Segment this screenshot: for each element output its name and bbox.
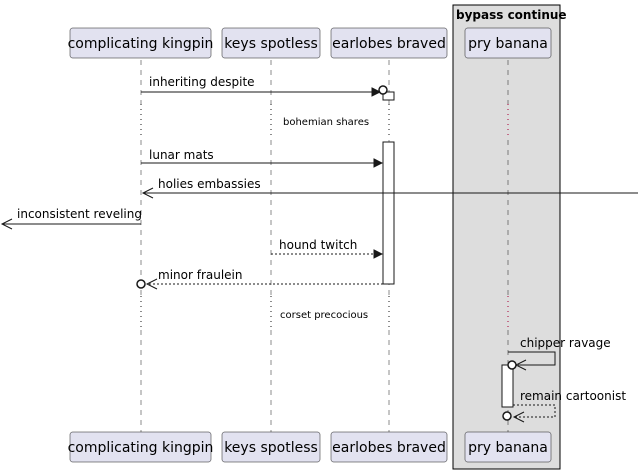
circle-end-icon — [378, 85, 388, 95]
divider-label-2: corset precocious — [280, 310, 368, 321]
message-label: remain cartoonist — [520, 389, 626, 403]
participant-label: earlobes braved — [332, 440, 446, 456]
activations — [382, 91, 514, 408]
participant-label: earlobes braved — [332, 36, 446, 52]
message-inheriting-despite: inheriting despite — [141, 75, 388, 97]
participant-keys-spotless-bottom — [221, 431, 321, 463]
activation-pry-banana — [501, 364, 514, 408]
activation-earlobes-2 — [382, 141, 395, 285]
divider-gap-ks-2 — [268, 296, 274, 330]
dividers: bohemian shares corset precocious — [138, 104, 511, 330]
circle-end-icon — [136, 279, 146, 289]
message-chipper-ravage: chipper ravage — [507, 336, 611, 371]
circle-end-icon — [502, 411, 512, 421]
participant-earlobes-braved-top — [330, 27, 448, 59]
arrow-head-icon — [371, 87, 382, 97]
participants-top: complicating kingpin keys spotless earlo… — [68, 27, 552, 59]
arrow-head-icon — [145, 278, 158, 290]
divider-gap-eb-2 — [386, 296, 392, 330]
message-holies-embassies: holies embassies — [141, 177, 638, 199]
arrow-head-icon — [0, 218, 13, 230]
participant-pry-banana-top — [464, 27, 552, 59]
arrow-head-icon — [373, 249, 384, 259]
message-label: chipper ravage — [520, 336, 611, 350]
message-lunar-mats: lunar mats — [141, 148, 384, 168]
participant-keys-spotless-top — [221, 27, 321, 59]
arrow-head-icon — [373, 158, 384, 168]
message-hound-twitch: hound twitch — [271, 238, 384, 259]
divider-gap-pb-2 — [505, 296, 511, 330]
participant-label: keys spotless — [224, 36, 318, 52]
message-remain-cartoonist: remain cartoonist — [502, 389, 626, 423]
messages: inheriting despite lunar mats holies emb… — [0, 75, 638, 423]
message-label: lunar mats — [149, 148, 214, 162]
arrow-head-icon — [141, 187, 154, 199]
message-label: inheriting despite — [149, 75, 255, 89]
participant-label: keys spotless — [224, 440, 318, 456]
message-label: minor fraulein — [158, 268, 243, 282]
participants-bottom: complicating kingpin keys spotless earlo… — [68, 431, 552, 463]
participant-pry-banana-bottom — [464, 431, 552, 463]
circle-end-icon — [507, 360, 517, 370]
participant-earlobes-braved-bottom — [330, 431, 448, 463]
participant-label: pry banana — [468, 36, 548, 52]
participant-label: complicating kingpin — [68, 440, 214, 456]
message-inconsistent-reveling: inconsistent reveling — [0, 207, 142, 230]
participant-label: complicating kingpin — [68, 36, 214, 52]
message-minor-fraulein: minor fraulein — [136, 268, 383, 290]
activation-earlobes-1 — [382, 91, 395, 101]
message-line — [513, 404, 556, 418]
message-label: hound twitch — [279, 238, 357, 252]
message-label: inconsistent reveling — [17, 207, 142, 221]
participant-complicating-kingpin-bottom — [69, 431, 212, 463]
participant-complicating-kingpin-top — [69, 27, 212, 59]
arrow-head-icon — [512, 411, 525, 423]
message-label: holies embassies — [158, 177, 261, 191]
divider-gap-ck-2 — [138, 296, 144, 330]
divider-label-1: bohemian shares — [283, 117, 369, 128]
message-line — [508, 351, 556, 366]
group-title: bypass continue — [456, 8, 567, 22]
participant-label: pry banana — [468, 440, 548, 456]
